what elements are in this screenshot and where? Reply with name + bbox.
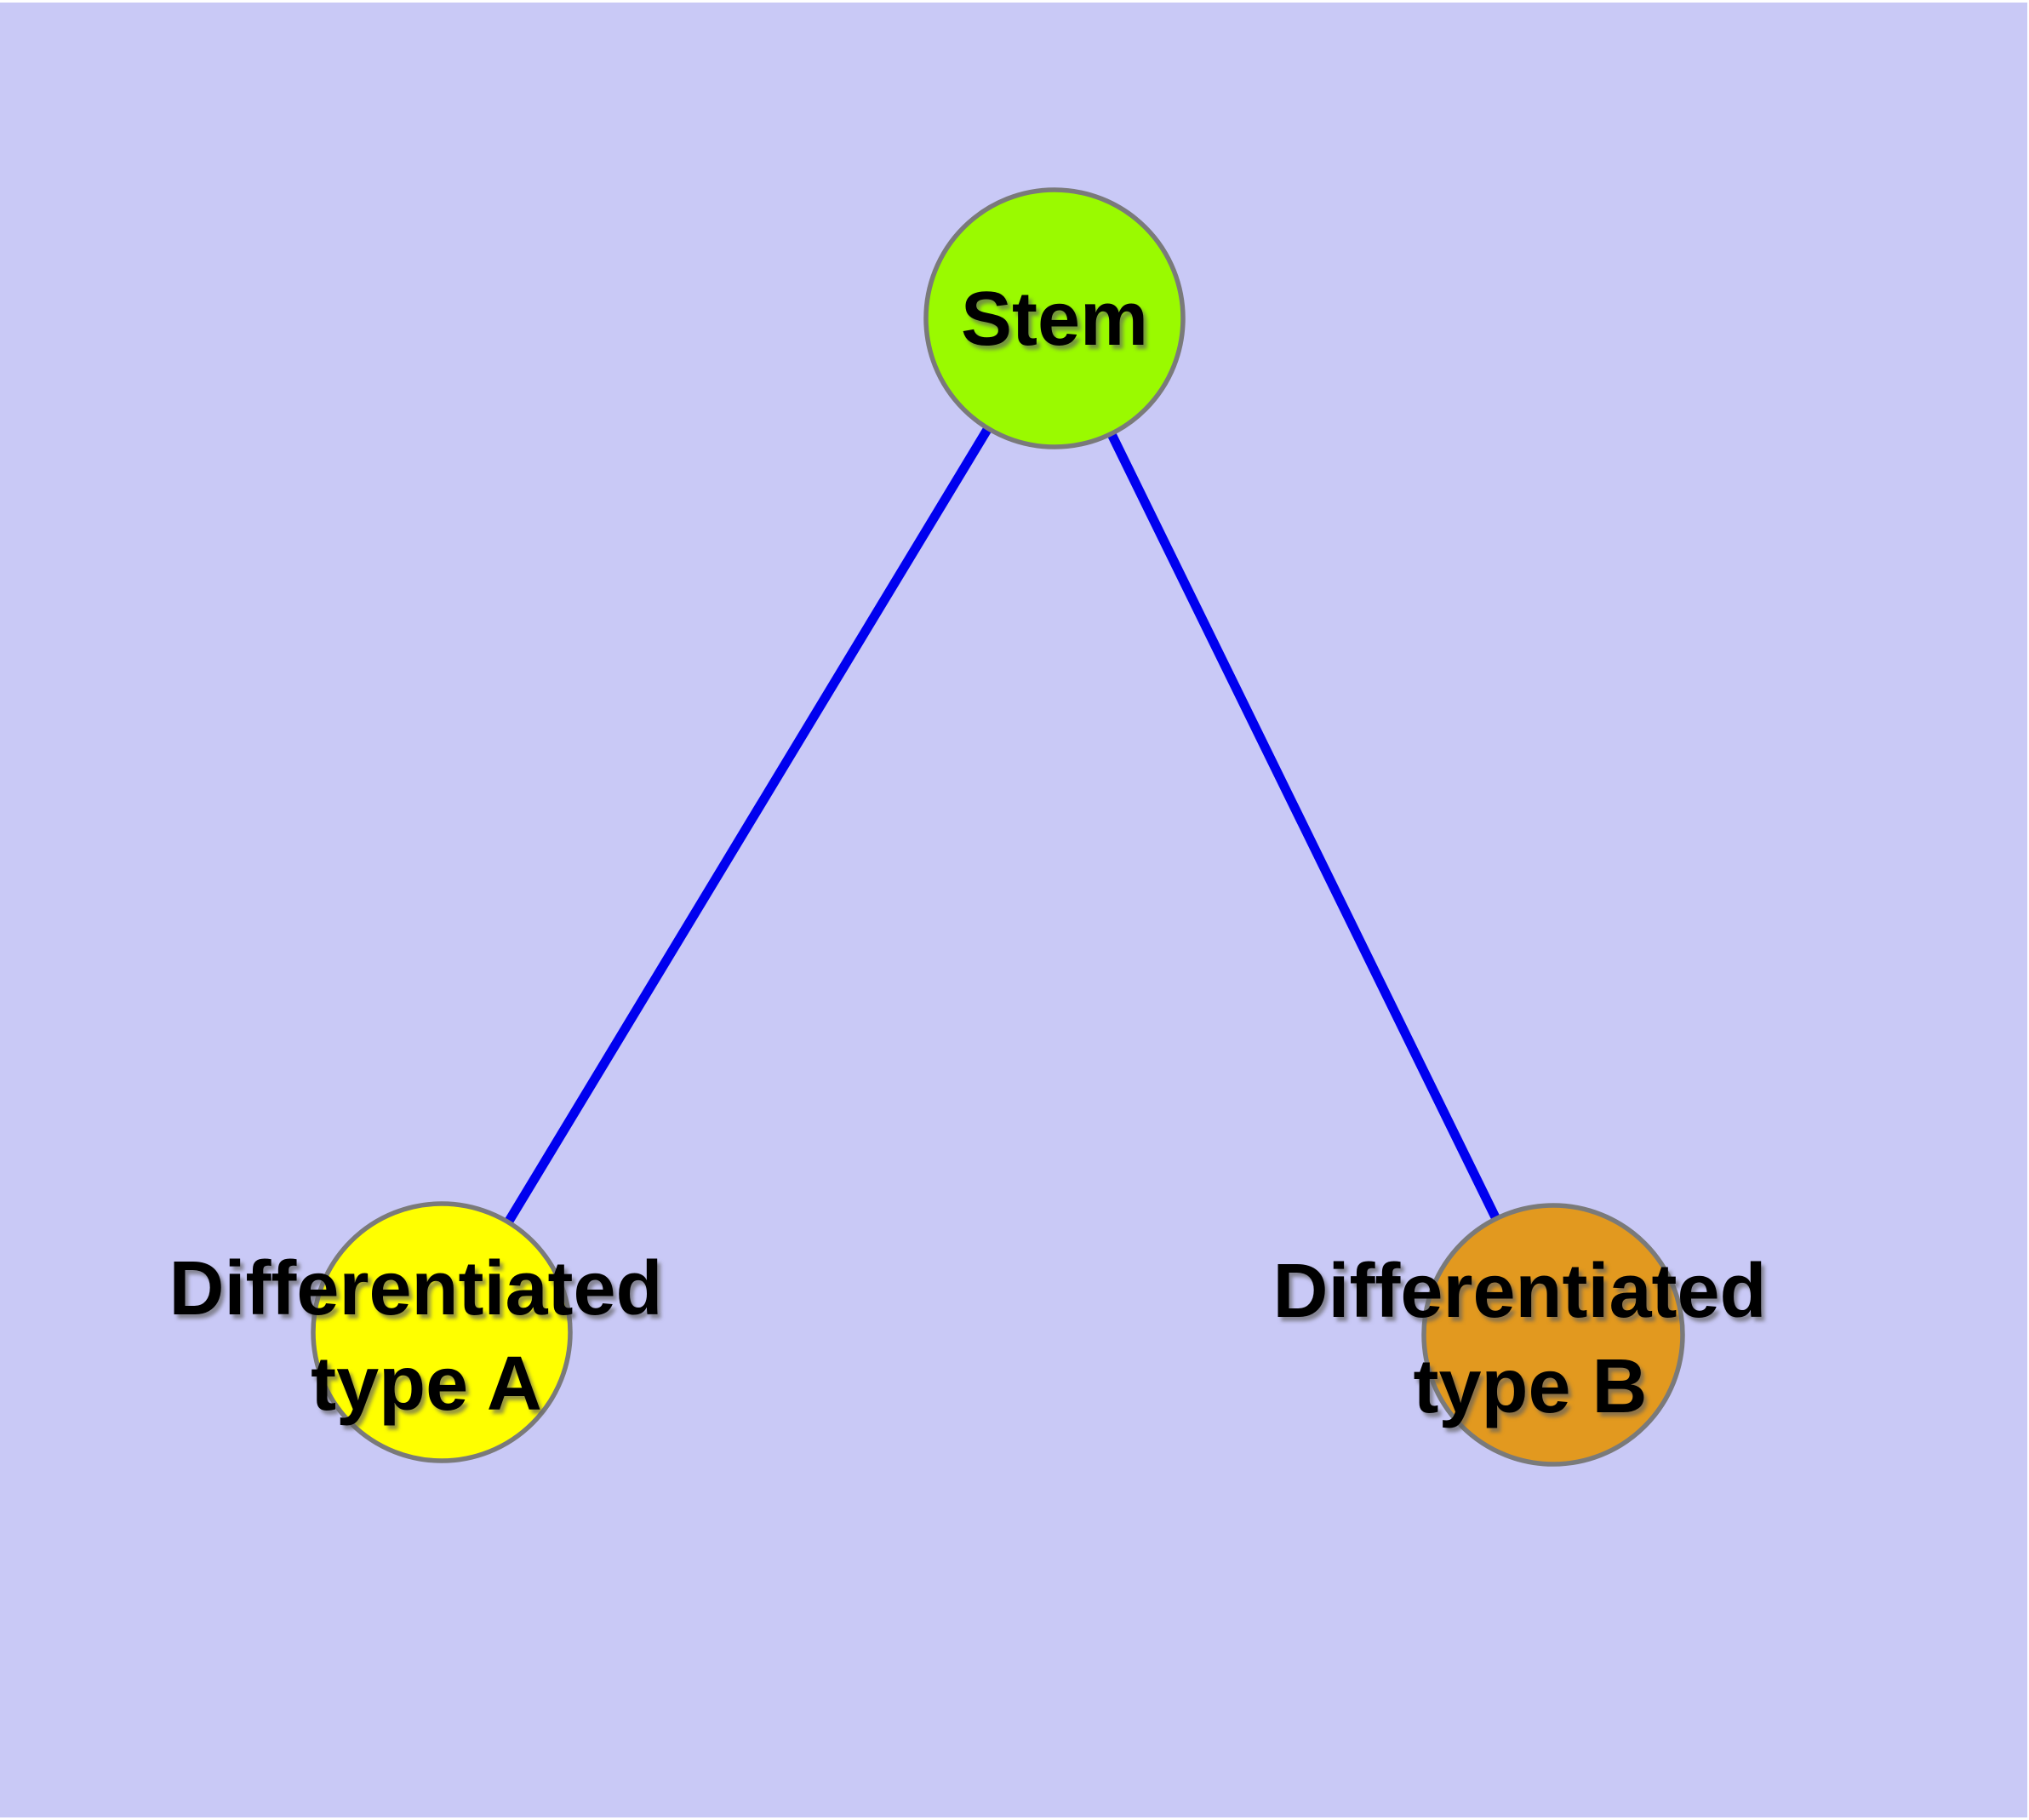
node-differentiated-type-a-label: Differentiated type A bbox=[169, 1246, 683, 1427]
label-line: Differentiated bbox=[169, 1246, 662, 1331]
label-line: type B bbox=[1413, 1344, 1647, 1429]
node-differentiated-type-a bbox=[311, 1201, 573, 1463]
edge-stem-to-type-b bbox=[1107, 432, 1500, 1222]
edge-stem-to-type-a bbox=[504, 426, 992, 1225]
label-line: Differentiated bbox=[1272, 1249, 1766, 1334]
node-stem bbox=[923, 187, 1186, 449]
label-line: Stem bbox=[961, 277, 1148, 362]
node-differentiated-type-b bbox=[1421, 1203, 1685, 1467]
label-line: type A bbox=[311, 1342, 542, 1427]
node-stem-label: Stem bbox=[961, 277, 1148, 362]
node-differentiated-type-b-label: Differentiated type B bbox=[1272, 1249, 1787, 1429]
